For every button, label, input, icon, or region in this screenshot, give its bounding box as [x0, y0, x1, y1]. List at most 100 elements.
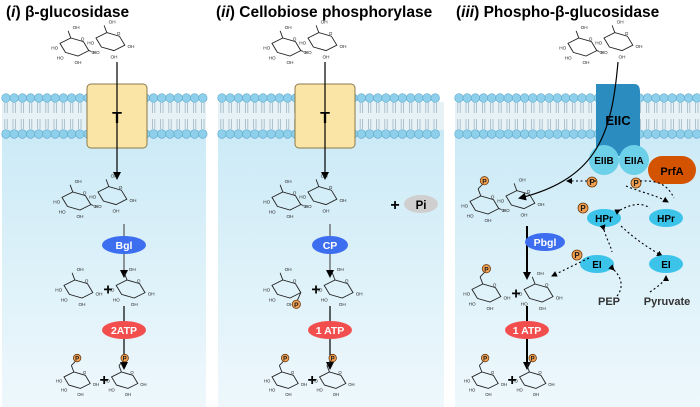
transfer-arrow-dotted [639, 180, 675, 199]
lipid-head [414, 129, 424, 139]
hydroxyl: HO [263, 200, 270, 205]
phosphate-circle [72, 353, 82, 363]
glycosidic-oxygen: O [93, 204, 97, 209]
hydroxyl: OH [75, 179, 82, 184]
bond [477, 183, 483, 190]
cp-enzyme [312, 236, 348, 254]
lipid-head [560, 129, 571, 139]
hydroxyl: HO [263, 288, 270, 293]
hydroxyl: OH [333, 392, 339, 397]
ring-oxygen: O [491, 370, 495, 375]
hydroxyl: OH [617, 20, 624, 25]
panel-title-ii: (ii) Cellobiose phosphorylase [216, 4, 433, 21]
hydroxyl: HO [305, 50, 312, 55]
hydroxyl: OH [485, 392, 491, 397]
phosphate-circle [586, 176, 598, 188]
lipid-head [536, 129, 546, 139]
atp-label: 2ATP [111, 325, 137, 337]
lipid-head [34, 129, 44, 139]
hydroxyl: OH [348, 382, 354, 387]
pbgl-label: Pbgl [534, 237, 557, 249]
lipid-head [17, 129, 27, 139]
hydroxyl: HO [95, 204, 102, 209]
lipid-head [365, 93, 375, 103]
hydroxyl: HO [503, 208, 510, 213]
lipid-head [250, 129, 260, 139]
lipid-head [479, 129, 489, 139]
lipid-head [569, 129, 579, 139]
hydroxyl: HO [107, 288, 114, 293]
bond [90, 204, 94, 206]
hydroxyl: OH [77, 392, 83, 397]
hydroxyl: HO [315, 288, 322, 293]
ring-oxygen: O [293, 36, 297, 41]
lipid-head [495, 93, 505, 103]
lipid-head [66, 129, 77, 139]
lipid-head [198, 93, 208, 103]
hydroxyl: OH [129, 267, 136, 272]
bond [300, 50, 304, 52]
hydroxyl: OH [73, 25, 80, 30]
cytoplasm-panel-i [2, 108, 206, 407]
lipid-head [250, 93, 260, 103]
lipid-head [373, 129, 383, 139]
lipid-head [552, 129, 563, 139]
pyruvate-label: Pyruvate [644, 296, 690, 308]
hydroxyl: HO [61, 298, 68, 303]
bgl-label: Bgl [116, 240, 133, 252]
ring-oxygen: O [81, 36, 85, 41]
lipid-head [25, 93, 36, 103]
lipid-head [66, 93, 77, 103]
pi-badge [404, 195, 438, 213]
bond [71, 361, 76, 366]
lipid-head [266, 129, 276, 139]
hydroxyl: OH [77, 214, 84, 219]
bond [513, 183, 518, 191]
hydroxyl: HO [461, 204, 468, 209]
hydroxyl: OH [75, 60, 82, 65]
lipid-head [422, 93, 432, 103]
lipid-head [233, 129, 243, 139]
glycosidic-oxygen: O [303, 204, 307, 209]
lipid-head [577, 93, 587, 103]
ring-oxygen: O [338, 370, 342, 375]
hydroxyl: HO [59, 210, 66, 215]
hydroxyl: OH [619, 55, 626, 60]
lipid-head [50, 93, 60, 103]
hydroxyl: OH [113, 209, 120, 214]
pbgl-enzyme [525, 233, 565, 251]
phosphate-circle [571, 249, 583, 261]
bond [526, 361, 532, 366]
phosphate-circle [630, 177, 642, 189]
lipid-head [659, 93, 669, 103]
hydroxyl: HO [269, 298, 276, 303]
ring-oxygen: O [83, 190, 87, 195]
hpr-label: HPr [657, 214, 675, 225]
phosphate-label: P [633, 179, 639, 188]
bond [478, 365, 483, 373]
ring-oxygen: O [291, 370, 295, 375]
lipid-head [42, 93, 52, 103]
plus-sign: + [511, 285, 520, 302]
lipid-head [659, 129, 669, 139]
lipid-head [242, 93, 252, 103]
bond [315, 179, 320, 187]
lipid-head [365, 129, 375, 139]
lipid-head [651, 93, 661, 103]
lipid-head [414, 93, 424, 103]
hydroxyl: HO [55, 288, 62, 293]
hydroxyl: OH [537, 271, 544, 276]
lipid-head [165, 129, 175, 139]
sugar-ring [59, 37, 90, 57]
hydroxyl: OH [125, 392, 131, 397]
lipid-head [585, 129, 595, 139]
phosphate-circle [480, 353, 490, 363]
ei-label: EI [661, 260, 671, 271]
lipid-head [258, 93, 268, 103]
bond [479, 361, 484, 366]
lipid-head [397, 93, 408, 103]
hydroxyl: HO [104, 379, 111, 384]
ring-oxygen: O [293, 190, 297, 195]
